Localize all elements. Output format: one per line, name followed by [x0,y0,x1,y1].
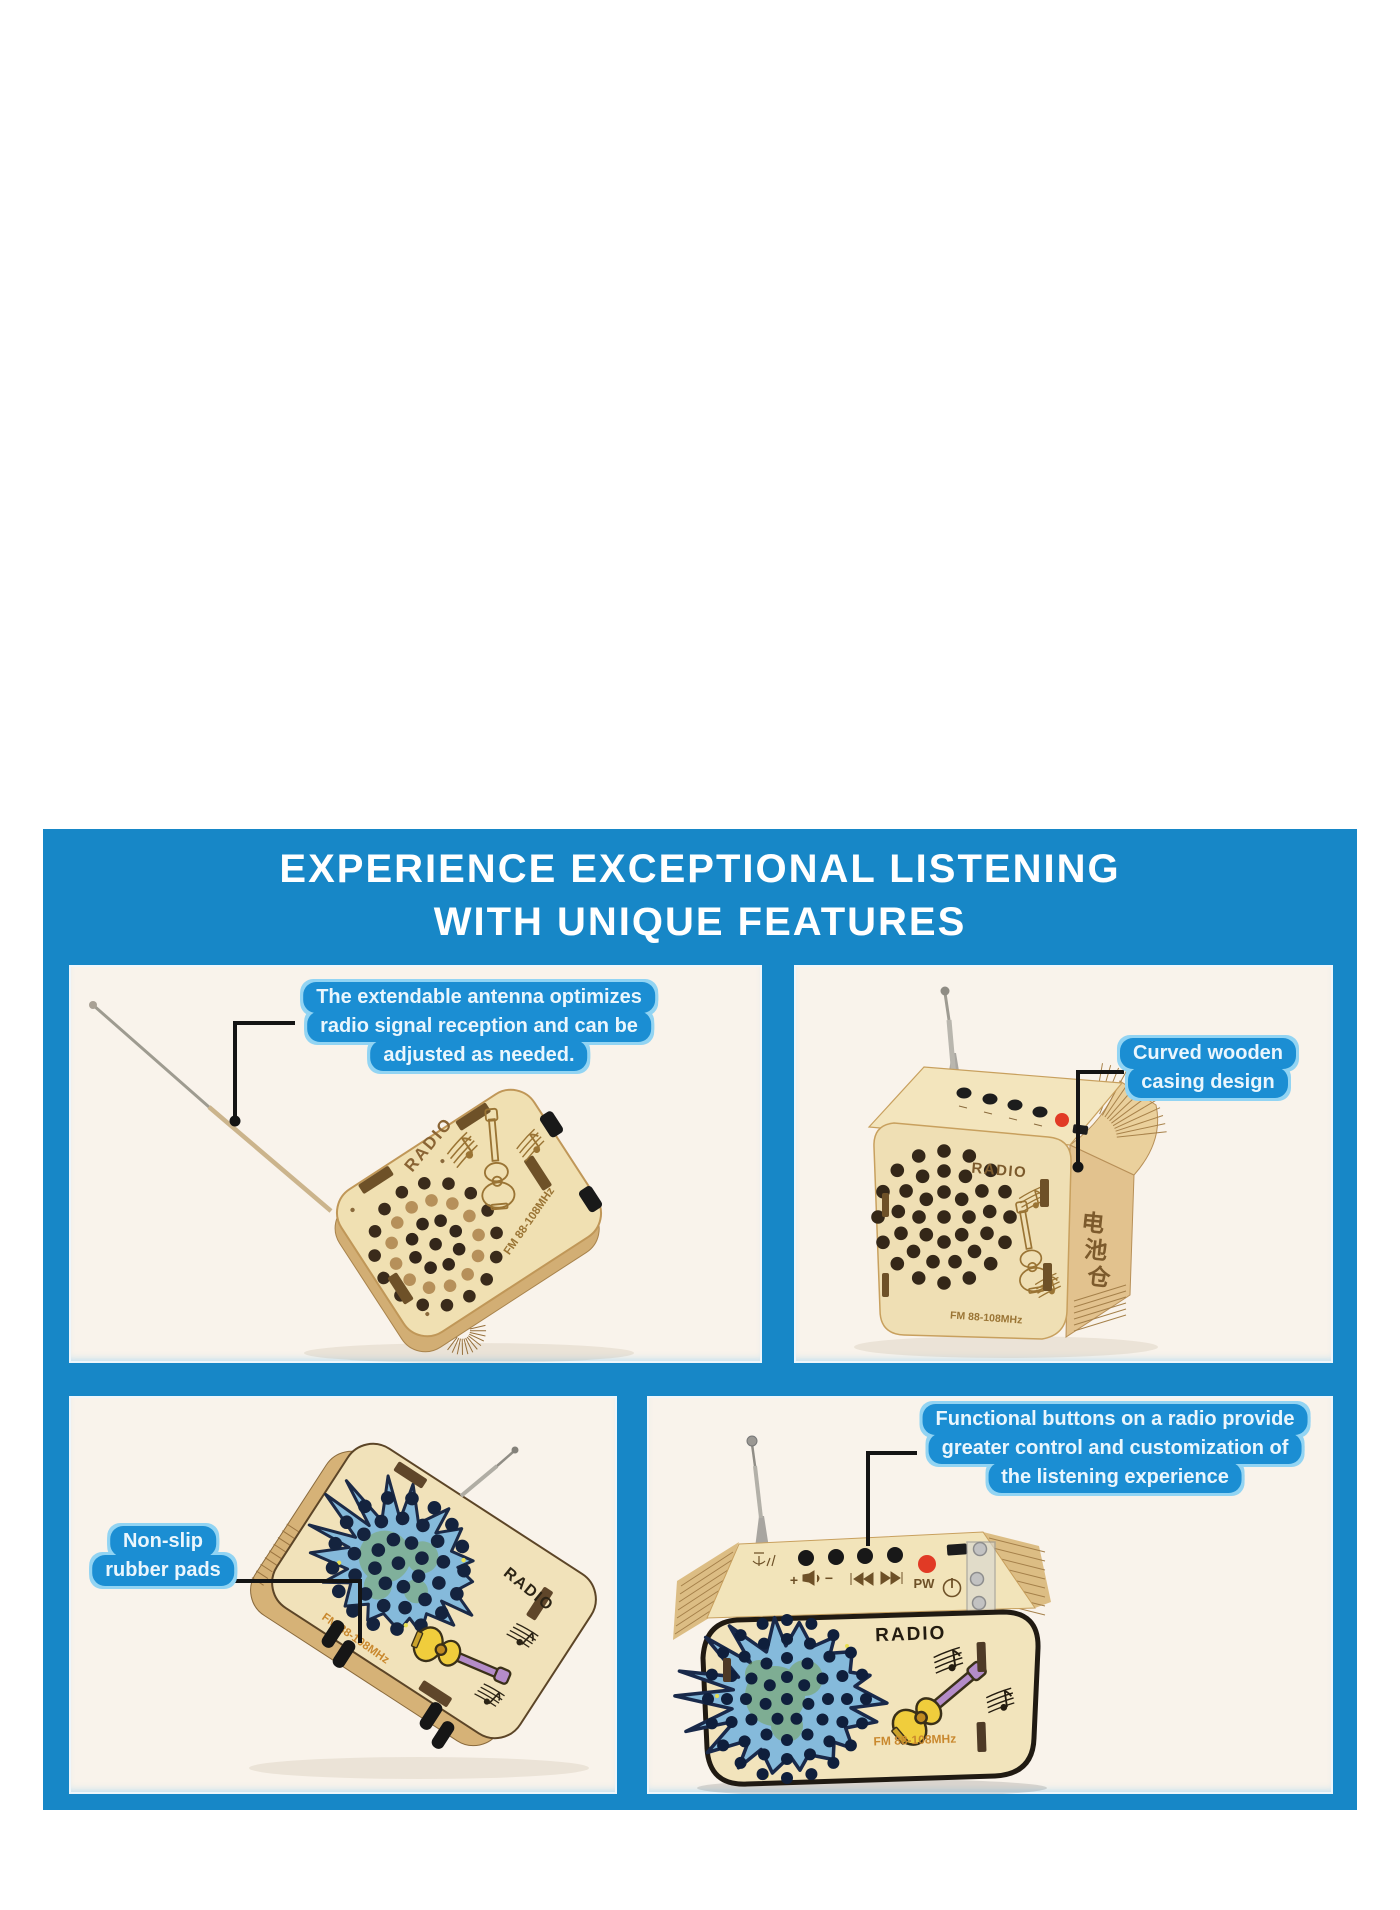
board-title-line1: EXPERIENCE EXCEPTIONAL LISTENING [279,847,1121,891]
button-label-marks [958,1105,1043,1127]
speaker-grille [368,1176,503,1312]
callout-line: The extendable antenna optimizes [303,982,655,1013]
cut-slots [393,1461,553,1707]
callout-line: casing design [1128,1067,1288,1098]
top-buttons [956,1087,1089,1135]
radio-shadow [304,1343,634,1363]
speaker-grille [702,1614,872,1784]
callout-line: rubber pads [92,1555,234,1586]
cut-slots [723,1641,987,1753]
callout-line: radio signal reception and can be [307,1011,651,1042]
volume-down-button [828,1549,844,1565]
switch [946,1543,968,1556]
callout-connector [229,1021,295,1127]
radio-body: RADIO FM 88-108MHz [250,1442,597,1747]
rubber-pad [332,1640,356,1668]
rubber-pads [321,1620,455,1749]
connector-dot [1072,1161,1084,1173]
kerf-texture [447,1324,487,1355]
radio-illustration-casing: 电 池 仓 [854,986,1167,1358]
svg-text:电: 电 [1080,1209,1106,1237]
callout-line: adjusted as needed. [370,1040,588,1071]
battery-label: 电 池 仓 [1080,1209,1113,1291]
rubber-pad [419,1702,443,1730]
top-controls: + − PW [752,1541,996,1615]
volume-up-button [798,1550,814,1566]
next-icon [880,1571,903,1585]
board-title-line2: WITH UNIQUE FEATURES [433,900,967,944]
radio-illustration-buttons: + − PW [673,1435,1051,1794]
power-icon [942,1578,962,1598]
board-title: EXPERIENCE EXCEPTIONAL LISTENING WITH UN… [43,843,1357,949]
radio-illustration-antenna: RADIO FM 88-108MHz [89,1001,634,1363]
radio-illustration-pads: RADIO FM 88-108MHz [232,1442,597,1779]
callout-extendable-antenna: The extendable antenna optimizes radio s… [303,982,655,1071]
antenna-stub [459,1446,519,1498]
radio-brand-print: RADIO [875,1623,947,1646]
callout-line: Curved wooden [1119,1038,1297,1069]
antenna-tip-knob [940,986,950,996]
laser-dots [350,1159,445,1317]
svg-text:仓: 仓 [1085,1263,1113,1291]
callout-line: Non-slip [109,1526,216,1557]
telescopic-antenna [746,1435,769,1548]
callout-connector [232,1579,362,1643]
volume-down-label: − [825,1570,833,1586]
callout-line: greater control and customization of [928,1433,1302,1464]
callout-rubber-pads: Non-slip rubber pads [92,1526,234,1586]
next-station-button [887,1547,903,1563]
antenna-tip-knob [511,1446,519,1454]
power-label: PW [914,1576,936,1591]
antenna-tip-knob [746,1435,758,1447]
radio-body [334,1088,603,1355]
callout-connector [1072,1070,1124,1173]
radio-brand-engraving: RADIO [971,1160,1028,1182]
panel-extendable-antenna: RADIO FM 88-108MHz The extendable antenn… [69,965,762,1363]
callout-curved-casing: Curved wooden casing design [1119,1038,1297,1098]
callout-connector [866,1451,917,1546]
cut-slots [358,1103,552,1305]
volume-icon [802,1570,820,1586]
speaker-grille [325,1491,471,1636]
red-power-led [1055,1113,1069,1127]
volume-up-label: + [790,1572,798,1588]
callout-functional-buttons: Functional buttons on a radio provide gr… [922,1404,1308,1493]
radio-shadow [854,1336,1158,1358]
radio-frequency-engraving: FM 88-108MHz [950,1309,1023,1326]
kerf-texture [674,1551,734,1635]
right-hinge-band [983,1532,1051,1608]
panel-rubber-pads: RADIO FM 88-108MHz [69,1396,617,1794]
radio-frequency-print: FM 88-108MHz [873,1732,956,1749]
rubber-pad [321,1620,345,1648]
antenna-signal-icon [752,1552,776,1567]
kerf-texture [1073,1284,1127,1332]
panel-curved-casing: 电 池 仓 [794,965,1333,1363]
antenna-tip-knob [89,1001,97,1009]
power-button [918,1555,936,1573]
screws [969,1541,988,1611]
feature-board: EXPERIENCE EXCEPTIONAL LISTENING WITH UN… [43,829,1357,1810]
svg-text:池: 池 [1083,1236,1109,1264]
prev-station-button [857,1548,873,1564]
prev-icon [850,1572,874,1586]
connector-dot [229,1115,241,1127]
callout-line: Functional buttons on a radio provide [922,1404,1308,1435]
extendable-antenna [89,1001,333,1213]
speaker-grille [871,1144,1017,1290]
clip-tabs [539,1111,603,1213]
rubber-pad [431,1721,455,1749]
callout-line: the listening experience [988,1462,1242,1493]
cut-slots [882,1179,1052,1297]
panel-functional-buttons: + − PW [647,1396,1333,1794]
radio-shadow [249,1757,589,1779]
